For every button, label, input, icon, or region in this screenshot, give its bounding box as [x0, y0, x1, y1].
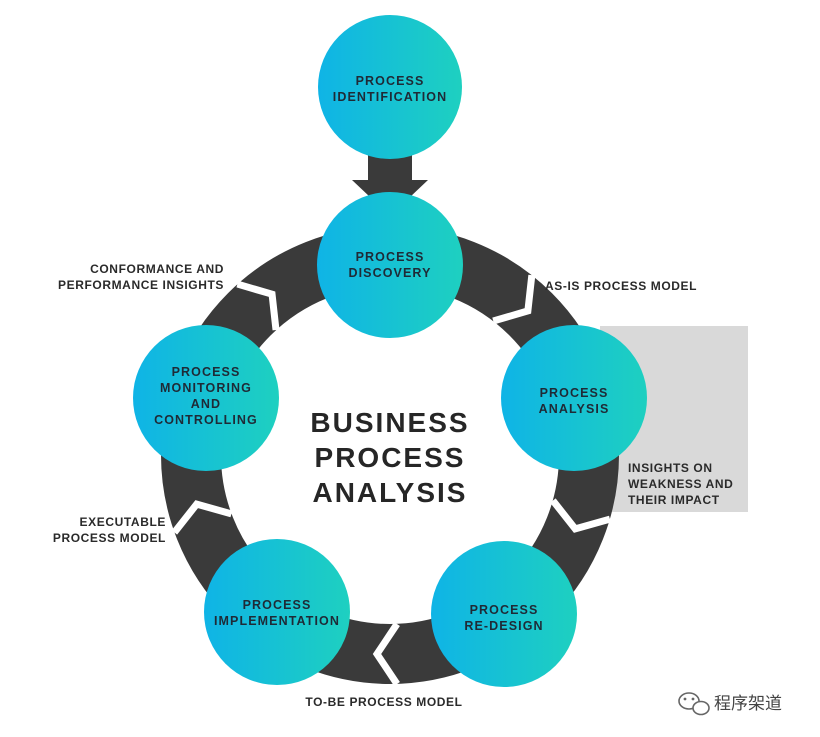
center-title-line: PROCESS [315, 442, 466, 473]
ring-chevron [372, 622, 400, 686]
node-label-line: PROCESS [356, 74, 425, 88]
watermark-text: 程序架道 [714, 694, 782, 714]
node-label-line: PROCESS [172, 365, 241, 379]
node-circle [133, 325, 279, 471]
ring-chevron [550, 498, 611, 533]
node-label-line: DISCOVERY [348, 266, 431, 280]
center-title-line: ANALYSIS [312, 477, 467, 508]
edge-label-line: THEIR IMPACT [628, 493, 720, 507]
edge-label-insights: INSIGHTS ON WEAKNESS AND THEIR IMPACT [628, 461, 733, 507]
node-circle [431, 541, 577, 687]
node-label-line: AND [191, 397, 221, 411]
edge-label-executable: EXECUTABLE PROCESS MODEL [53, 515, 166, 545]
node-label-line: RE-DESIGN [464, 619, 543, 633]
down-arrow [352, 152, 428, 216]
edge-label-line: CONFORMANCE AND [90, 262, 224, 276]
ring-chevrons [171, 274, 611, 686]
center-title: BUSINESS PROCESS ANALYSIS [310, 407, 469, 508]
edge-label-line: TO-BE PROCESS MODEL [305, 695, 462, 709]
watermark: 程序架道 [678, 692, 782, 716]
node-process-redesign: PROCESS RE-DESIGN [431, 541, 577, 687]
ring-chevron [236, 280, 280, 331]
node-label-line: ANALYSIS [539, 402, 610, 416]
node-process-analysis: PROCESS ANALYSIS [501, 325, 647, 471]
edge-label-line: EXECUTABLE [80, 515, 166, 529]
edge-label-conformance: CONFORMANCE AND PERFORMANCE INSIGHTS [58, 262, 224, 292]
ring-chevron [492, 274, 536, 325]
node-label-line: PROCESS [470, 603, 539, 617]
node-process-implementation: PROCESS IMPLEMENTATION [204, 539, 350, 685]
center-title-line: BUSINESS [310, 407, 469, 438]
node-label-line: PROCESS [356, 250, 425, 264]
wechat-icon [678, 692, 710, 716]
node-label-line: IDENTIFICATION [333, 90, 447, 104]
node-label-line: MONITORING [160, 381, 252, 395]
node-circle [501, 325, 647, 471]
node-label-line: CONTROLLING [154, 413, 258, 427]
node-process-monitoring: PROCESS MONITORING AND CONTROLLING [133, 325, 279, 471]
edge-label-line: PERFORMANCE INSIGHTS [58, 278, 224, 292]
edge-label-line: INSIGHTS ON [628, 461, 713, 475]
node-process-discovery: PROCESS DISCOVERY [317, 192, 463, 338]
node-label-line: IMPLEMENTATION [214, 614, 340, 628]
node-circle [317, 192, 463, 338]
edge-label-line: WEAKNESS AND [628, 477, 733, 491]
node-label-line: PROCESS [540, 386, 609, 400]
edge-label-line: AS-IS PROCESS MODEL [545, 279, 697, 293]
node-process-identification: PROCESS IDENTIFICATION [318, 15, 462, 159]
node-label-line: PROCESS [243, 598, 312, 612]
edge-label-to-be: TO-BE PROCESS MODEL [305, 695, 462, 709]
edge-label-as-is: AS-IS PROCESS MODEL [545, 279, 697, 293]
node-circle [318, 15, 462, 159]
node-circle [204, 539, 350, 685]
ring-chevron [171, 500, 233, 535]
edge-label-line: PROCESS MODEL [53, 531, 166, 545]
